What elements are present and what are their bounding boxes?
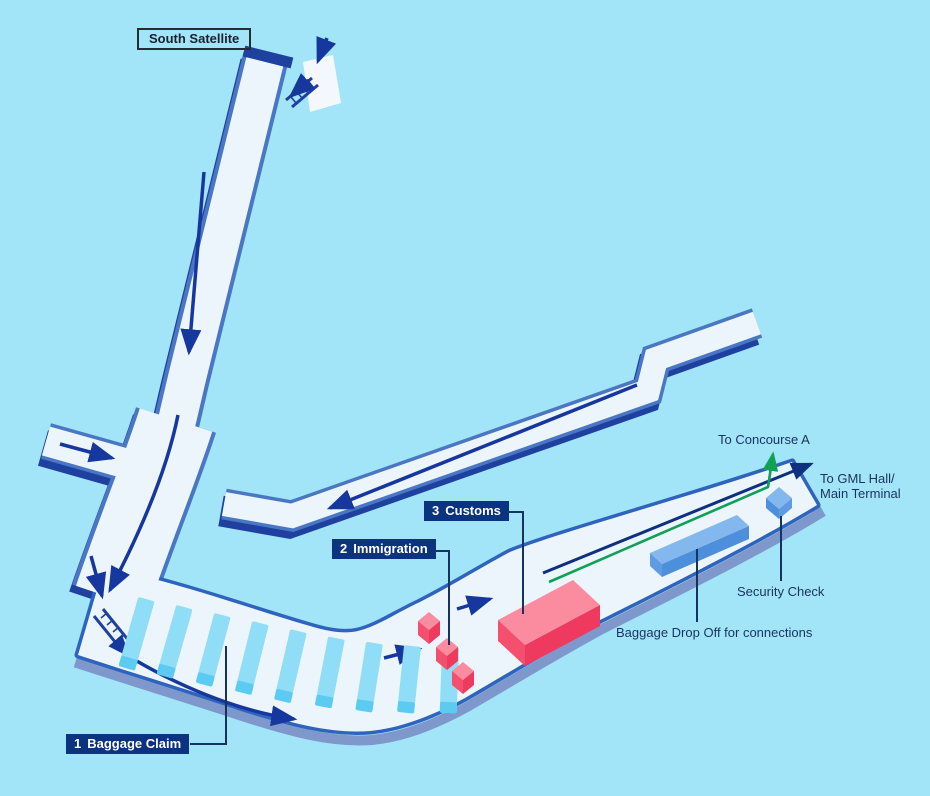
customs-label: 3 Customs — [424, 501, 509, 521]
to-gml-hall-line2: Main Terminal — [820, 486, 901, 501]
customs-number: 3 — [432, 503, 440, 518]
route-to-gml — [542, 462, 814, 575]
satellite-escalator-icon — [285, 55, 341, 112]
immigration-booths — [418, 612, 474, 694]
baggage-drop-off-block — [650, 515, 749, 577]
baggage-claim-name: Baggage Claim — [87, 736, 182, 751]
security-check-label: Security Check — [737, 584, 825, 599]
immigration-number: 2 — [340, 541, 348, 556]
to-concourse-a-label: To Concourse A — [718, 432, 810, 447]
hall-fill — [78, 462, 817, 732]
customs-name: Customs — [445, 503, 501, 518]
immigration-name: Immigration — [353, 541, 428, 556]
satellite-corridor-endcap — [242, 45, 294, 69]
immigration-label: 2 Immigration — [332, 539, 436, 559]
to-gml-hall-label: To GML Hall/ Main Terminal — [820, 471, 901, 501]
route-to-concourse-a — [548, 451, 779, 584]
south-satellite-label: South Satellite — [137, 28, 252, 50]
flow-arrows — [59, 171, 638, 727]
security-check-block — [766, 487, 792, 519]
baggage-drop-off-label: Baggage Drop Off for connections — [616, 625, 813, 640]
baggage-claim-label: 1 Baggage Claim — [66, 734, 190, 754]
baggage-claim-number: 1 — [74, 736, 82, 751]
customs-block — [498, 580, 600, 666]
to-gml-hall-line1: To GML Hall/ — [820, 471, 895, 486]
baggage-carousels — [118, 597, 459, 714]
satellite-entry-arrows — [288, 35, 337, 99]
